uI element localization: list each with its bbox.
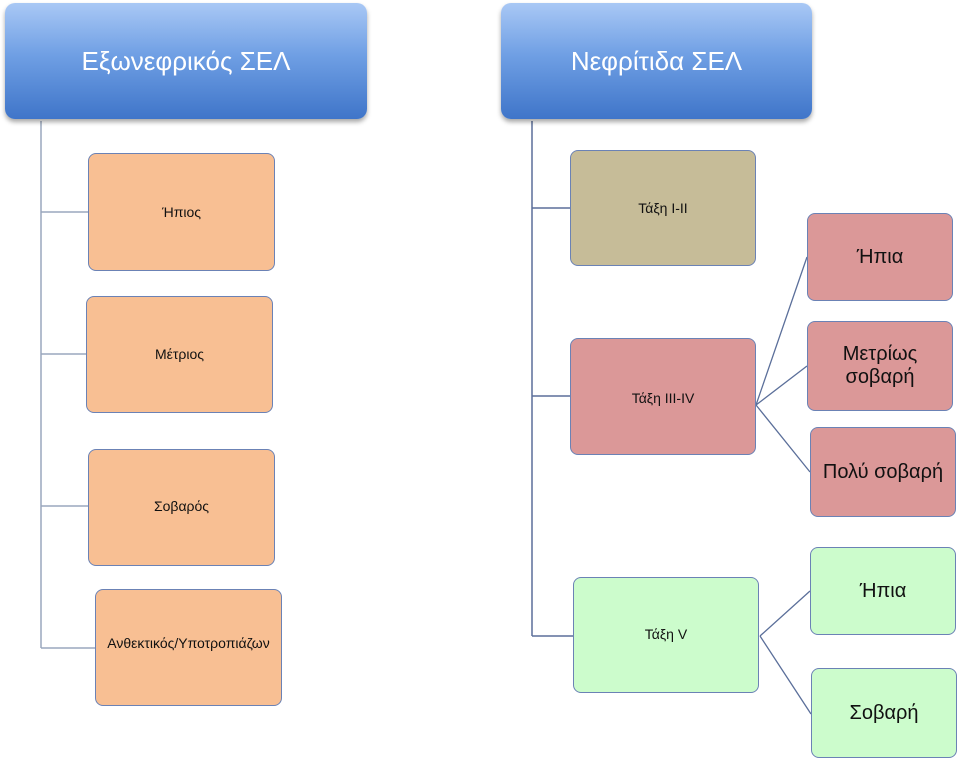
- extrarenal-tree-connector: [40, 121, 95, 649]
- extrarenal-header: Εξωνεφρικός ΣΕΛ: [5, 3, 367, 119]
- extrarenal-level-mild: Ήπιος: [88, 153, 275, 271]
- class-3-4-mild: Ήπια: [807, 213, 953, 301]
- class-5-severe: Σοβαρή: [811, 668, 957, 758]
- nephritis-tree-connector: [531, 121, 573, 637]
- extrarenal-title: Εξωνεφρικός ΣΕΛ: [81, 45, 291, 76]
- extrarenal-level-severe: Σοβαρός: [88, 449, 275, 566]
- nephritis-class-3-4: Τάξη III-IV: [570, 338, 756, 455]
- extrarenal-level-refractory: Ανθεκτικός/Υποτροπιάζων: [95, 589, 282, 706]
- nephritis-class-5: Τάξη V: [573, 577, 759, 693]
- extrarenal-level-moderate: Μέτριος: [86, 296, 273, 413]
- nephritis-class-1-2: Τάξη I-II: [570, 150, 756, 266]
- class-5-mild: Ήπια: [810, 547, 956, 635]
- class-3-4-fan-connector: [755, 256, 811, 473]
- class-3-4-very-severe: Πολύ σοβαρή: [810, 427, 956, 517]
- nephritis-header: Νεφρίτιδα ΣΕΛ: [501, 3, 812, 119]
- class-5-fan-connector: [759, 590, 812, 715]
- nephritis-title: Νεφρίτιδα ΣΕΛ: [570, 45, 743, 76]
- class-3-4-moderately-severe: Μετρίως σοβαρή: [807, 321, 953, 411]
